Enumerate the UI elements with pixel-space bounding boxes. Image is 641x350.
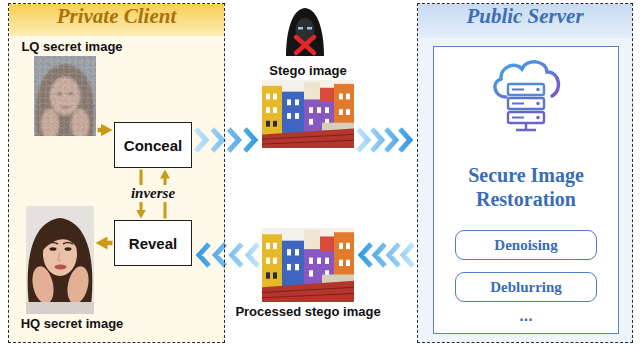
hacker-icon-part (298, 27, 303, 30)
cloud-server-icon-part (495, 62, 558, 97)
hq-face-picture-part (64, 264, 91, 305)
image-caption: Processed stego image (235, 304, 380, 319)
hq-face-picture-part (26, 206, 94, 314)
panel-title: Private Client (9, 4, 224, 36)
processed-stego-picture (262, 228, 354, 302)
hacker-icon-part (307, 27, 312, 30)
hq-face-picture-part (43, 228, 77, 250)
panel-ground (9, 4, 224, 342)
inverse-label: inverse (128, 184, 178, 202)
hq-face-picture-part (26, 302, 94, 314)
lq-face-picture-part (34, 56, 96, 136)
cloud-server-icon-part (536, 116, 540, 120)
server-panel: DenoisingDeblurring Secure Image Restorat… (417, 3, 633, 343)
image-caption: Stego image (269, 63, 346, 78)
inverse-label: inverse (128, 185, 178, 202)
task-label: Deblurring (490, 279, 562, 296)
cloud-server-icon-part (516, 123, 536, 130)
cloud-server-icon-part (512, 90, 524, 118)
hq-face-picture-part (28, 218, 93, 314)
task-label: Denoising (494, 237, 557, 254)
hq-face-picture-part (29, 264, 56, 305)
panel-header-band (9, 4, 224, 36)
flow-chevrons (361, 244, 413, 266)
hq-image: HQ secret image (26, 206, 94, 314)
task-box: Denoising (455, 230, 597, 260)
box-label: Conceal (124, 137, 182, 154)
client-panel: LQ secret imageConcealReveal HQ secret im… (8, 3, 225, 343)
service-title: Secure Image Restoration (440, 163, 612, 211)
task-box: Deblurring (455, 272, 597, 302)
flow-chevrons (199, 244, 258, 266)
stego-picture (262, 80, 354, 148)
process-box: Reveal (114, 220, 192, 266)
hacker-icon (286, 8, 324, 56)
hq-face-picture-part (55, 264, 67, 269)
stego-image: Stego image (262, 80, 354, 148)
service-box: DenoisingDeblurring Secure Image Restorat… (433, 46, 619, 334)
cloud-server-icon-part (536, 88, 540, 92)
more-ellipsis: ... (519, 307, 532, 325)
more-ellipsis: ... (519, 307, 532, 325)
hq-face-picture (26, 206, 94, 314)
flow-arrow (98, 128, 104, 133)
cloud-server-icon (495, 62, 558, 130)
hq-face-picture-part (65, 247, 72, 251)
flow-arrow (105, 241, 113, 246)
panel-ground (418, 4, 632, 342)
flow-chevrons (196, 129, 255, 151)
lq-image: LQ secret image (34, 56, 96, 136)
panel-ground (434, 47, 618, 333)
hq-face-picture-part (58, 252, 61, 261)
process-box: Conceal (114, 122, 192, 168)
panel-fill (434, 47, 618, 333)
hacker-icon-part (296, 37, 314, 53)
flow-chevrons (358, 129, 410, 151)
cloud-server-icon-part (536, 102, 540, 106)
panel-header-band (418, 4, 632, 38)
hq-face-picture-part (50, 247, 57, 251)
hacker-icon-part (286, 8, 324, 56)
lq-face-picture-part (34, 56, 96, 136)
processed-stego-image: Processed stego image (262, 228, 354, 302)
hq-face-picture-part (48, 243, 73, 245)
panel-title: Public Server (418, 4, 632, 38)
panel-fill (9, 4, 224, 342)
lq-face-picture-part-part (34, 56, 96, 136)
image-caption: LQ secret image (21, 39, 122, 54)
box-label: Reveal (129, 235, 177, 252)
image-caption: HQ secret image (21, 316, 124, 331)
lq-face-picture-part (34, 56, 96, 136)
lq-face-picture (34, 56, 96, 136)
panel-fill (418, 4, 632, 342)
